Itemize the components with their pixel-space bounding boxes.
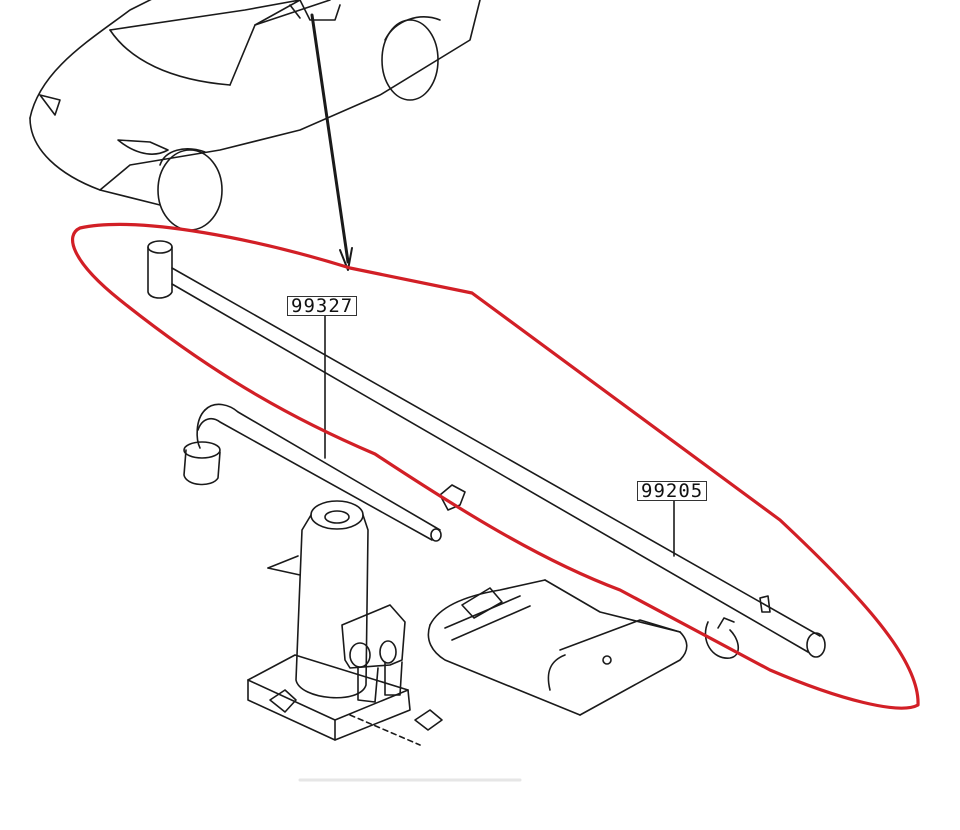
highlight-outline xyxy=(71,222,920,710)
bottle-jack-icon xyxy=(247,500,443,746)
car-icon xyxy=(29,0,481,231)
tool-bag-icon xyxy=(427,579,688,716)
part-number-label-b: 99205 xyxy=(637,481,708,501)
wheel-brace-icon xyxy=(183,403,466,542)
part-number-label-a: 99327 xyxy=(287,296,358,316)
arrow-icon xyxy=(310,13,353,271)
